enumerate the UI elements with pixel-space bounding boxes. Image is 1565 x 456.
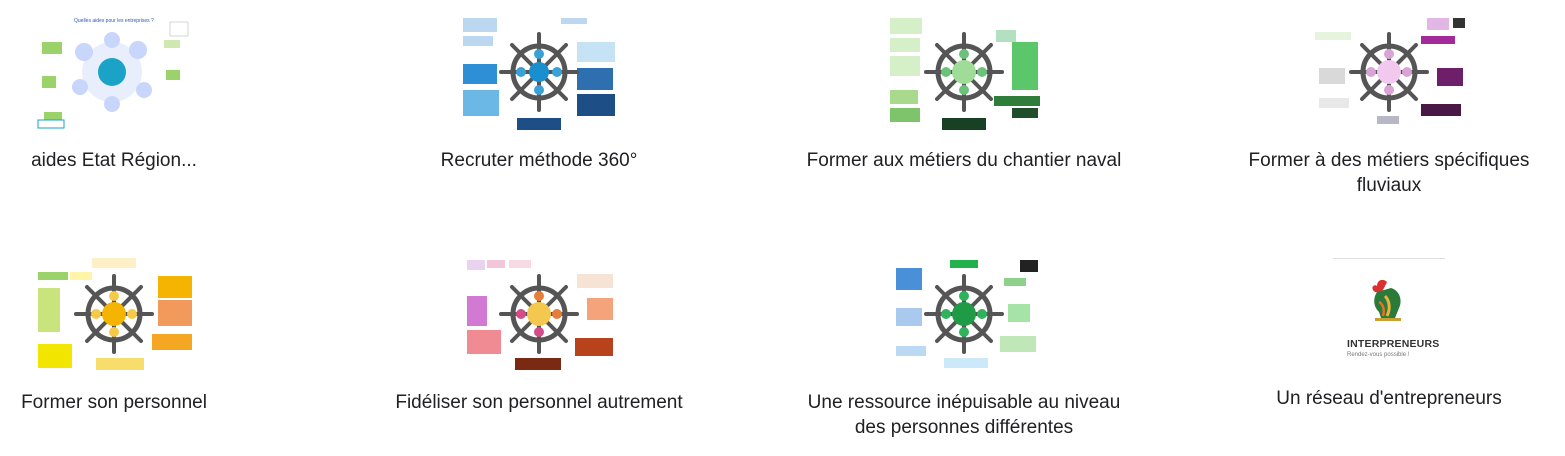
board-thumbnail[interactable]: INTERPRENEURS Rendez-vous possible ! (1333, 258, 1445, 370)
board-title[interactable]: Fidéliser son personnel autrement (395, 392, 683, 413)
board-thumbnail[interactable] (459, 12, 619, 130)
logo-name: INTERPRENEURS (1347, 338, 1440, 350)
board-card-chantier-naval[interactable]: Former aux métiers du chantier naval (784, 12, 1144, 173)
svg-text:Quelles aides pour les entrepr: Quelles aides pour les entreprises ? (74, 18, 154, 24)
mindmap-thumbnail-image (34, 254, 194, 372)
board-card-ressource[interactable]: Une ressource inépuisable au niveau des … (784, 254, 1144, 440)
board-title[interactable]: Former à des métiers spécifiques fluviau… (1248, 150, 1530, 196)
rooster-logo-icon (1372, 279, 1401, 321)
board-title[interactable]: Un réseau d'entrepreneurs (1276, 388, 1502, 409)
thumbnail-border (1333, 258, 1445, 259)
board-thumbnail[interactable] (884, 12, 1044, 130)
board-thumbnail[interactable] (1309, 12, 1469, 130)
logo-tagline: Rendez-vous possible ! (1347, 352, 1410, 358)
board-card-recruter[interactable]: Recruter méthode 360° (359, 12, 719, 173)
board-thumbnail[interactable] (34, 254, 194, 372)
board-card-metiers-fluviaux[interactable]: Former à des métiers spécifiques fluviau… (1209, 12, 1565, 198)
board-title[interactable]: Former aux métiers du chantier naval (806, 150, 1122, 171)
mindmap-thumbnail-image: Quelles aides pour les entreprises ? (34, 12, 194, 130)
mindmap-thumbnail-image (1309, 12, 1469, 130)
board-thumbnail[interactable]: Quelles aides pour les entreprises ? (34, 12, 194, 130)
board-title[interactable]: Une ressource inépuisable au niveau des … (807, 392, 1121, 438)
board-title[interactable]: Former son personnel (21, 392, 207, 413)
board-thumbnail[interactable] (884, 254, 1044, 372)
board-card-aides[interactable]: Quelles aides pour les entreprises ? aid… (0, 12, 294, 173)
mindmap-thumbnail-image (884, 254, 1044, 372)
board-card-former-personnel[interactable]: Former son personnel (0, 254, 294, 415)
board-card-reseau[interactable]: INTERPRENEURS Rendez-vous possible ! Un … (1209, 254, 1565, 411)
board-title[interactable]: aides Etat Région... (31, 150, 197, 171)
mindmap-thumbnail-image (459, 12, 619, 130)
mindmap-thumbnail-image (459, 254, 619, 372)
board-thumbnail[interactable] (459, 254, 619, 372)
board-title[interactable]: Recruter méthode 360° (440, 150, 638, 171)
board-card-fideliser[interactable]: Fidéliser son personnel autrement (359, 254, 719, 415)
mindmap-thumbnail-image (884, 12, 1044, 130)
